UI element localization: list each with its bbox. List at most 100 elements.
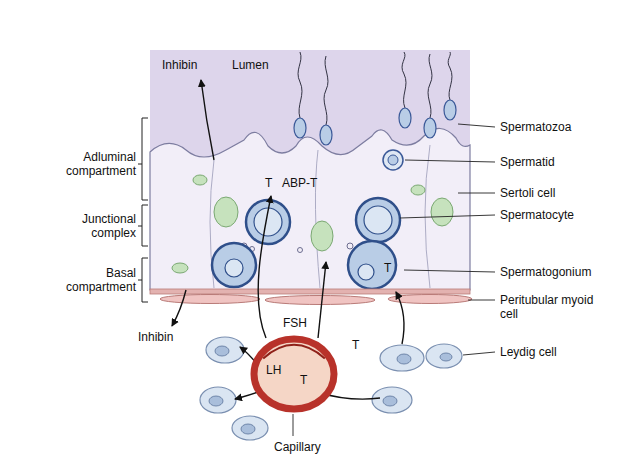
part-label: T	[384, 261, 391, 275]
part-label: Spermatozoa	[500, 120, 571, 134]
sperm-tail	[324, 56, 328, 125]
leydig-nucleus	[383, 396, 397, 406]
sperm-head	[320, 125, 332, 145]
leydig-cell	[200, 387, 236, 413]
bracket	[138, 205, 148, 246]
organelle	[311, 221, 333, 251]
sperm-tails	[298, 52, 452, 125]
arrow	[258, 196, 271, 338]
node-text-box: T	[300, 373, 307, 387]
spermatogonium-nucleus	[358, 264, 374, 280]
spermatogonium	[212, 243, 256, 287]
bracket	[138, 118, 148, 200]
node-text-box: LH	[266, 363, 281, 377]
leydig-nucleus	[397, 354, 411, 364]
myoid-cell	[160, 295, 260, 304]
capillary: LH T	[250, 335, 338, 413]
leydig-cell	[232, 416, 268, 440]
spermatogonia	[212, 241, 396, 289]
part-label: Spermatocyte	[500, 208, 574, 222]
sperm-tail	[448, 52, 452, 100]
arrow	[396, 292, 404, 344]
part-label: Adluminal compartment	[48, 150, 136, 178]
part-label: Inhibin	[138, 330, 173, 344]
leader-line	[458, 124, 495, 127]
leydig-nucleus	[209, 396, 223, 406]
bracket	[138, 258, 148, 302]
sperm-head	[294, 118, 306, 138]
part-label: Spermatogonium	[500, 265, 591, 279]
spermatogonium-nucleus	[225, 259, 243, 277]
junction-dot	[298, 248, 303, 253]
leader-line	[458, 193, 495, 194]
sperm-head	[444, 100, 456, 120]
sertoli-boundary	[210, 145, 430, 288]
spermatocyte	[356, 198, 400, 242]
label-text: Spermatid	[500, 155, 555, 169]
part-label: Junctional complex	[48, 212, 136, 240]
label-text: Inhibin	[138, 330, 173, 344]
label-text: Junctional complex	[82, 212, 136, 240]
junction-dot	[347, 243, 353, 249]
spermatocyte-nucleus	[364, 206, 392, 234]
leydig-cell	[372, 387, 412, 413]
part-label: Sertoli cell	[500, 186, 555, 200]
part-label: Inhibin	[162, 58, 197, 72]
leydig-nucleus	[241, 424, 255, 434]
arrow	[318, 262, 326, 338]
label-text: ABP-T	[282, 176, 317, 190]
label-text: Peritubular myoid cell	[500, 293, 593, 321]
arrow	[201, 80, 214, 160]
leader-line	[404, 270, 495, 272]
label-text: Spermatocyte	[500, 208, 574, 222]
organelle	[411, 185, 425, 195]
label-text: FSH	[283, 316, 307, 330]
leydig-cell	[380, 345, 424, 371]
part-label: T	[352, 338, 359, 352]
hormone-label: T	[300, 373, 307, 387]
junctional-complex	[241, 243, 361, 253]
sperm-head	[424, 118, 436, 138]
part-label: Lumen	[232, 58, 269, 72]
label-text: Spermatogonium	[500, 265, 591, 279]
lumen-ground	[150, 50, 470, 290]
leydig-nucleus	[440, 353, 452, 361]
spermatid-nucleus	[388, 155, 398, 165]
part-label: Basal compartment	[48, 266, 136, 294]
part-label: Peritubular myoid cell	[500, 293, 600, 321]
sperm-tail	[428, 54, 432, 118]
label-text: Inhibin	[162, 58, 197, 72]
sperm-heads	[294, 100, 456, 145]
capillary-wall	[254, 339, 334, 409]
organelle	[172, 263, 188, 273]
leader-line	[468, 300, 495, 301]
organelle	[431, 198, 453, 226]
brackets	[138, 118, 148, 302]
organelle	[193, 175, 207, 185]
organelle	[214, 197, 238, 227]
spermatogonium	[348, 241, 396, 289]
hormone-label: LH	[266, 363, 281, 377]
myoid-cells	[160, 295, 472, 305]
sertoli-cell	[150, 128, 470, 290]
label-text: Adluminal compartment	[66, 150, 136, 178]
leydig-cells	[200, 337, 462, 440]
label-text: T	[265, 176, 272, 190]
spermatocyte	[246, 200, 290, 244]
myoid-cell	[265, 296, 375, 305]
spermatid	[383, 150, 403, 170]
part-label: ABP-T	[282, 176, 317, 190]
arrow	[172, 290, 186, 326]
part-label: Spermatid	[500, 155, 555, 169]
capillary-shade	[263, 345, 325, 359]
leader-line	[405, 160, 495, 162]
label-text: Basal compartment	[66, 266, 136, 294]
sperm-tail	[298, 52, 302, 118]
label-text: T	[352, 338, 359, 352]
part-label: T	[265, 176, 272, 190]
leydig-nucleus	[215, 346, 229, 356]
part-label: Leydig cell	[500, 345, 557, 359]
leydig-cell	[206, 337, 244, 363]
part-label: FSH	[283, 316, 307, 330]
